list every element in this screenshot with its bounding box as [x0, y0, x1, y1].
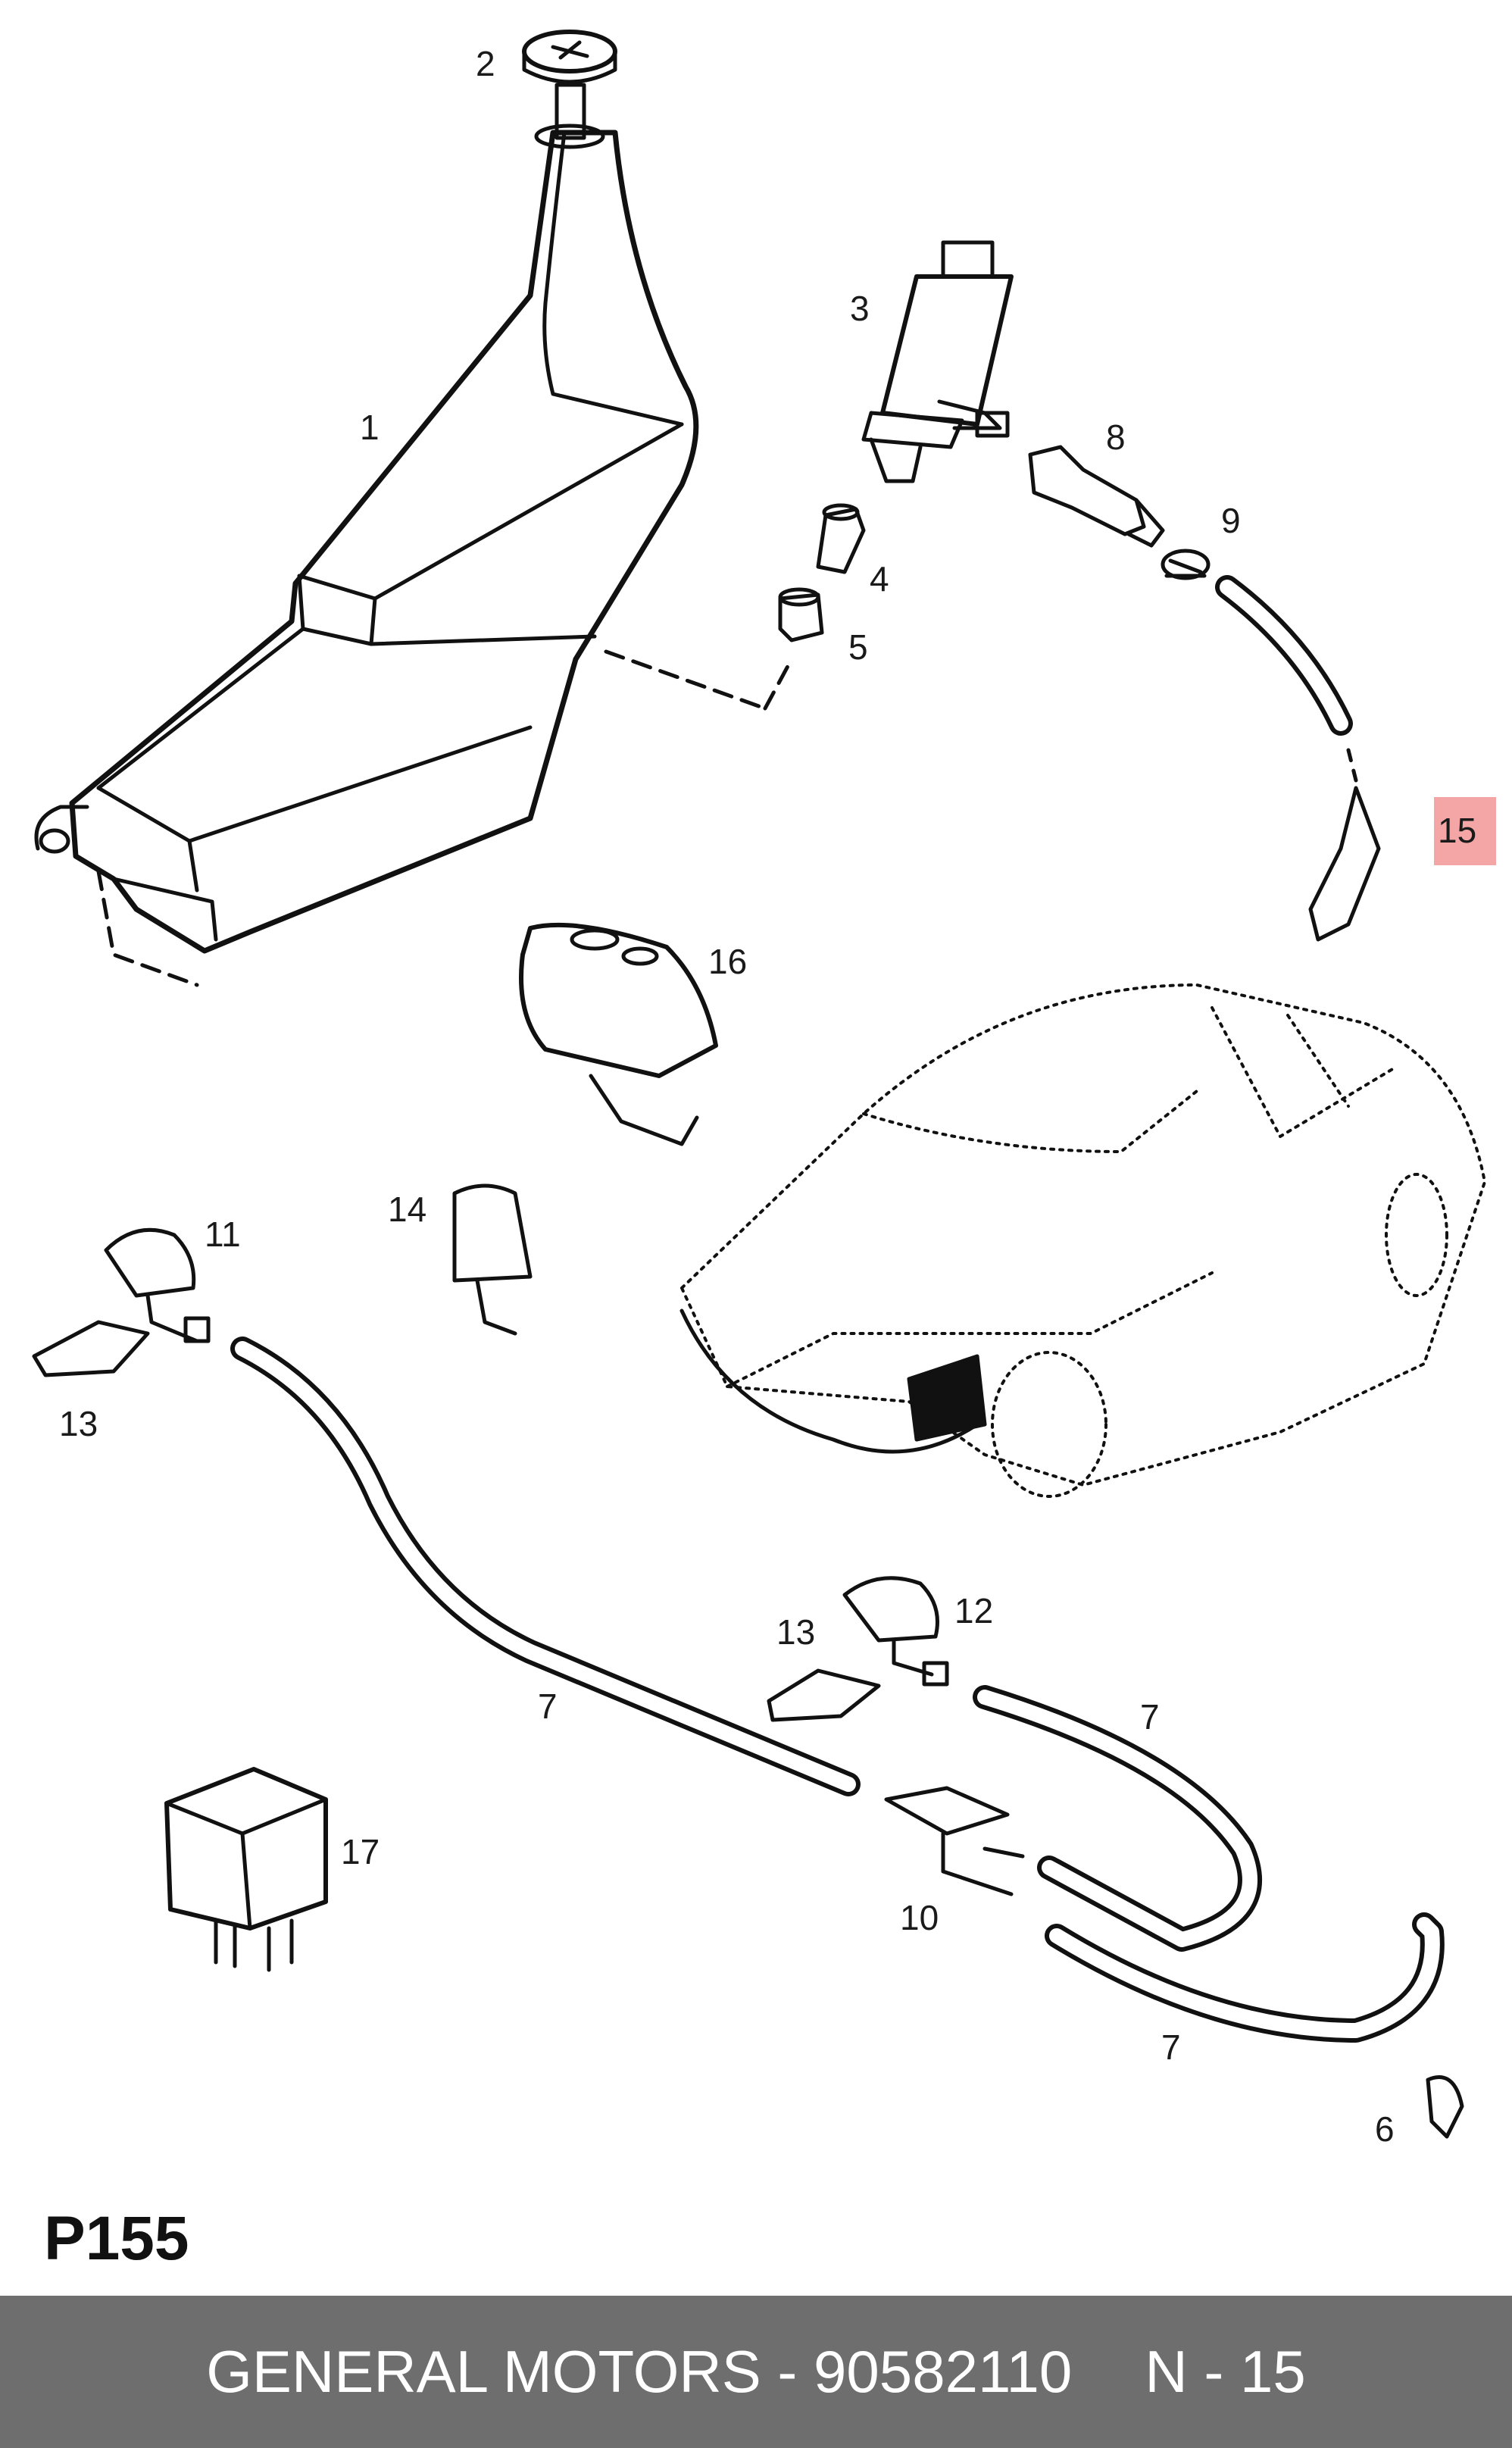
washer-nozzle-12 [842, 1576, 949, 1687]
small-clip [1426, 2075, 1464, 2139]
hose-connector [1028, 445, 1165, 548]
washer-nozzle-11 [104, 1227, 211, 1343]
reference-code: N - 15 [1145, 2338, 1306, 2405]
washer-hoses [230, 1337, 1445, 2043]
filler-cap [522, 30, 617, 149]
relay [164, 1767, 328, 1972]
nozzle-clip-upper [32, 1320, 150, 1377]
highlight-15 [1434, 797, 1496, 865]
svg-text:17: 17 [341, 1832, 380, 1871]
svg-text:10: 10 [900, 1898, 939, 1937]
page-code: P155 [44, 2204, 189, 2273]
svg-text:3: 3 [850, 289, 870, 328]
svg-text:6: 6 [1375, 2109, 1395, 2149]
svg-text:4: 4 [870, 559, 889, 599]
svg-text:13: 13 [59, 1404, 98, 1443]
svg-text:11: 11 [205, 1215, 241, 1254]
footer-bar: GENERAL MOTORS - 90582110 N - 15 [0, 2296, 1512, 2448]
svg-text:7: 7 [1161, 2027, 1181, 2067]
callouts: 1 2 3 4 5 6 7 7 7 7 8 9 10 11 12 13 13 1… [59, 44, 1476, 2149]
washer-nozzle-14 [452, 1183, 533, 1336]
brand-part-number: GENERAL MOTORS - 90582110 [206, 2338, 1073, 2405]
pump-grommet [816, 503, 866, 574]
svg-text:7: 7 [538, 1687, 558, 1726]
svg-text:15: 15 [1438, 811, 1476, 850]
svg-text:13: 13 [776, 1612, 815, 1652]
vehicle-washer-system [679, 1308, 987, 1454]
nozzle-clip-lower [767, 1668, 881, 1722]
svg-text:12: 12 [954, 1591, 993, 1630]
exploded-parts-diagram: 1 2 3 4 5 6 7 7 7 7 8 9 10 11 12 13 13 1… [32, 30, 1496, 2149]
svg-text:7: 7 [1140, 1697, 1160, 1737]
svg-text:8: 8 [1106, 417, 1126, 457]
washer-pump [861, 240, 1014, 483]
svg-text:1: 1 [360, 408, 380, 447]
svg-text:16: 16 [708, 942, 747, 981]
rear-washer-hose [1215, 575, 1381, 942]
pump-seal [778, 587, 824, 642]
hose-t-connector [884, 1786, 1025, 1896]
svg-text:2: 2 [476, 44, 495, 83]
washer-reservoir [34, 130, 794, 987]
svg-text:5: 5 [848, 627, 868, 667]
svg-text:9: 9 [1221, 501, 1241, 540]
washer-nozzle-large [519, 922, 718, 1146]
hose-clamp [1161, 549, 1211, 580]
vehicle-outline [680, 983, 1486, 1498]
svg-text:14: 14 [388, 1190, 426, 1229]
